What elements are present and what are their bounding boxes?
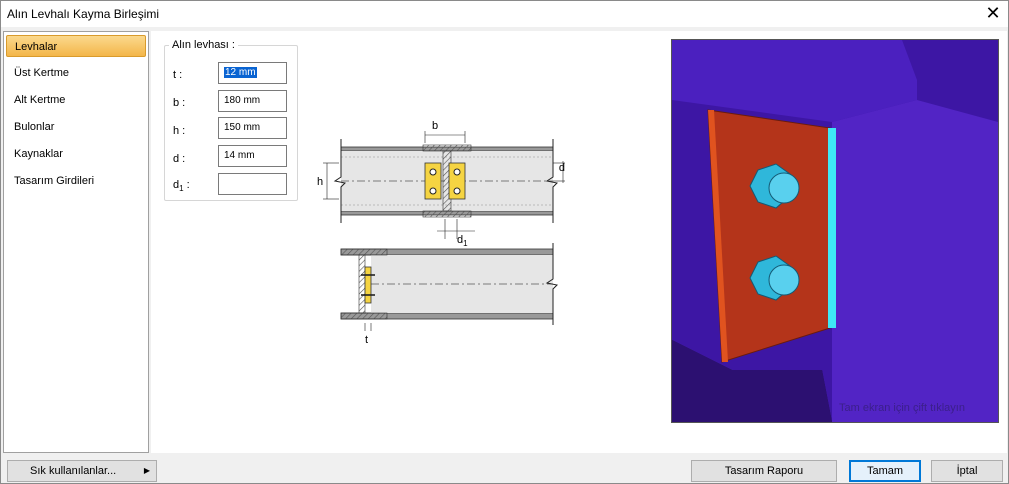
label-d: d	[559, 162, 565, 174]
favorites-button[interactable]: Sık kullanılanlar... ▶	[7, 460, 157, 482]
end-plate-render	[707, 109, 831, 363]
field-label-d: d :	[173, 153, 186, 165]
field-label-h: h :	[173, 125, 186, 137]
break-right	[545, 139, 559, 223]
bolt-render-1	[749, 163, 800, 209]
side-col-flange-top	[340, 248, 388, 256]
field-label-d1-sub: 1	[179, 184, 184, 194]
render-caption: Tam ekran için çift tıklayın	[839, 402, 965, 414]
label-h: h	[317, 176, 323, 188]
end-plate-right	[448, 162, 466, 200]
column-flange-bottom	[422, 210, 472, 218]
side-col-flange-bottom	[340, 312, 388, 320]
end-plate-left	[424, 162, 442, 200]
sidebar-item-alt-kertme[interactable]: Alt Kertme	[14, 94, 66, 106]
bolt-render-2	[749, 255, 800, 301]
sidebar-item-tasarim-girdileri[interactable]: Tasarım Girdileri	[14, 175, 95, 187]
break-left	[333, 139, 347, 223]
right-wall-surface	[832, 100, 998, 422]
thickness-value: 12 mm	[224, 67, 257, 78]
end-plate-edge	[708, 110, 728, 362]
thickness-input[interactable]: 12 mm	[218, 62, 287, 84]
render-3d-view[interactable]	[671, 39, 999, 423]
plate-group-legend: Alın levhası :	[169, 39, 238, 51]
bolt-hole-1	[429, 168, 437, 176]
weld-render	[828, 128, 836, 328]
window-title: Alın Levhalı Kayma Birleşimi	[7, 7, 160, 21]
bolt-hole-2	[429, 187, 437, 195]
design-report-button[interactable]: Tasarım Raporu	[691, 460, 837, 482]
bolt-hole-4	[453, 187, 461, 195]
label-d1-main: d	[457, 234, 463, 246]
column-flange-top	[422, 144, 472, 152]
label-t: t	[365, 334, 368, 346]
footer-bar: Sık kullanılanlar... ▶ Tasarım Raporu Tam…	[1, 453, 1008, 483]
label-d1: d1	[457, 234, 468, 248]
width-input[interactable]: 180 mm	[218, 90, 287, 112]
connection-diagram: b h d d1 t	[317, 120, 565, 346]
field-label-t: t :	[173, 69, 183, 81]
distance-input[interactable]: 14 mm	[218, 145, 287, 167]
cancel-button[interactable]: İptal	[931, 460, 1003, 482]
field-label-d1: d1 :	[173, 179, 190, 193]
height-input[interactable]: 150 mm	[218, 117, 287, 139]
side-view: t	[340, 243, 559, 346]
top-flange-surface	[672, 40, 917, 122]
sidebar-item-kaynaklar[interactable]: Kaynaklar	[14, 148, 63, 160]
favorites-label: Sık kullanılanlar...	[30, 465, 117, 477]
sidebar-item-levhalar[interactable]: Levhalar	[6, 35, 146, 57]
sidebar-item-bulonlar[interactable]: Bulonlar	[14, 121, 55, 133]
side-break-right	[545, 243, 559, 325]
bolt-hole-3	[453, 168, 461, 176]
d1-input[interactable]	[218, 173, 287, 195]
ok-button[interactable]: Tamam	[849, 460, 921, 482]
close-icon[interactable]: ✕	[985, 3, 1001, 23]
bottom-flange-surface	[672, 340, 832, 422]
title-bar: Alın Levhalı Kayma Birleşimi ✕	[1, 1, 1008, 27]
sidebar: Levhalar Üst Kertme Alt Kertme Bulonlar …	[3, 31, 149, 453]
field-label-b: b :	[173, 97, 186, 109]
field-label-d1-main: d	[173, 179, 180, 191]
chevron-right-icon: ▶	[143, 466, 150, 475]
top-view: b h d d1	[317, 120, 565, 248]
render-3d-svg	[672, 40, 998, 422]
label-d1-sub: 1	[463, 239, 468, 248]
sidebar-item-ust-kertme[interactable]: Üst Kertme	[14, 67, 70, 79]
side-end-plate	[364, 266, 372, 304]
side-col-web	[358, 254, 366, 314]
field-label-d1-suffix: :	[183, 179, 190, 191]
label-b: b	[432, 120, 438, 132]
